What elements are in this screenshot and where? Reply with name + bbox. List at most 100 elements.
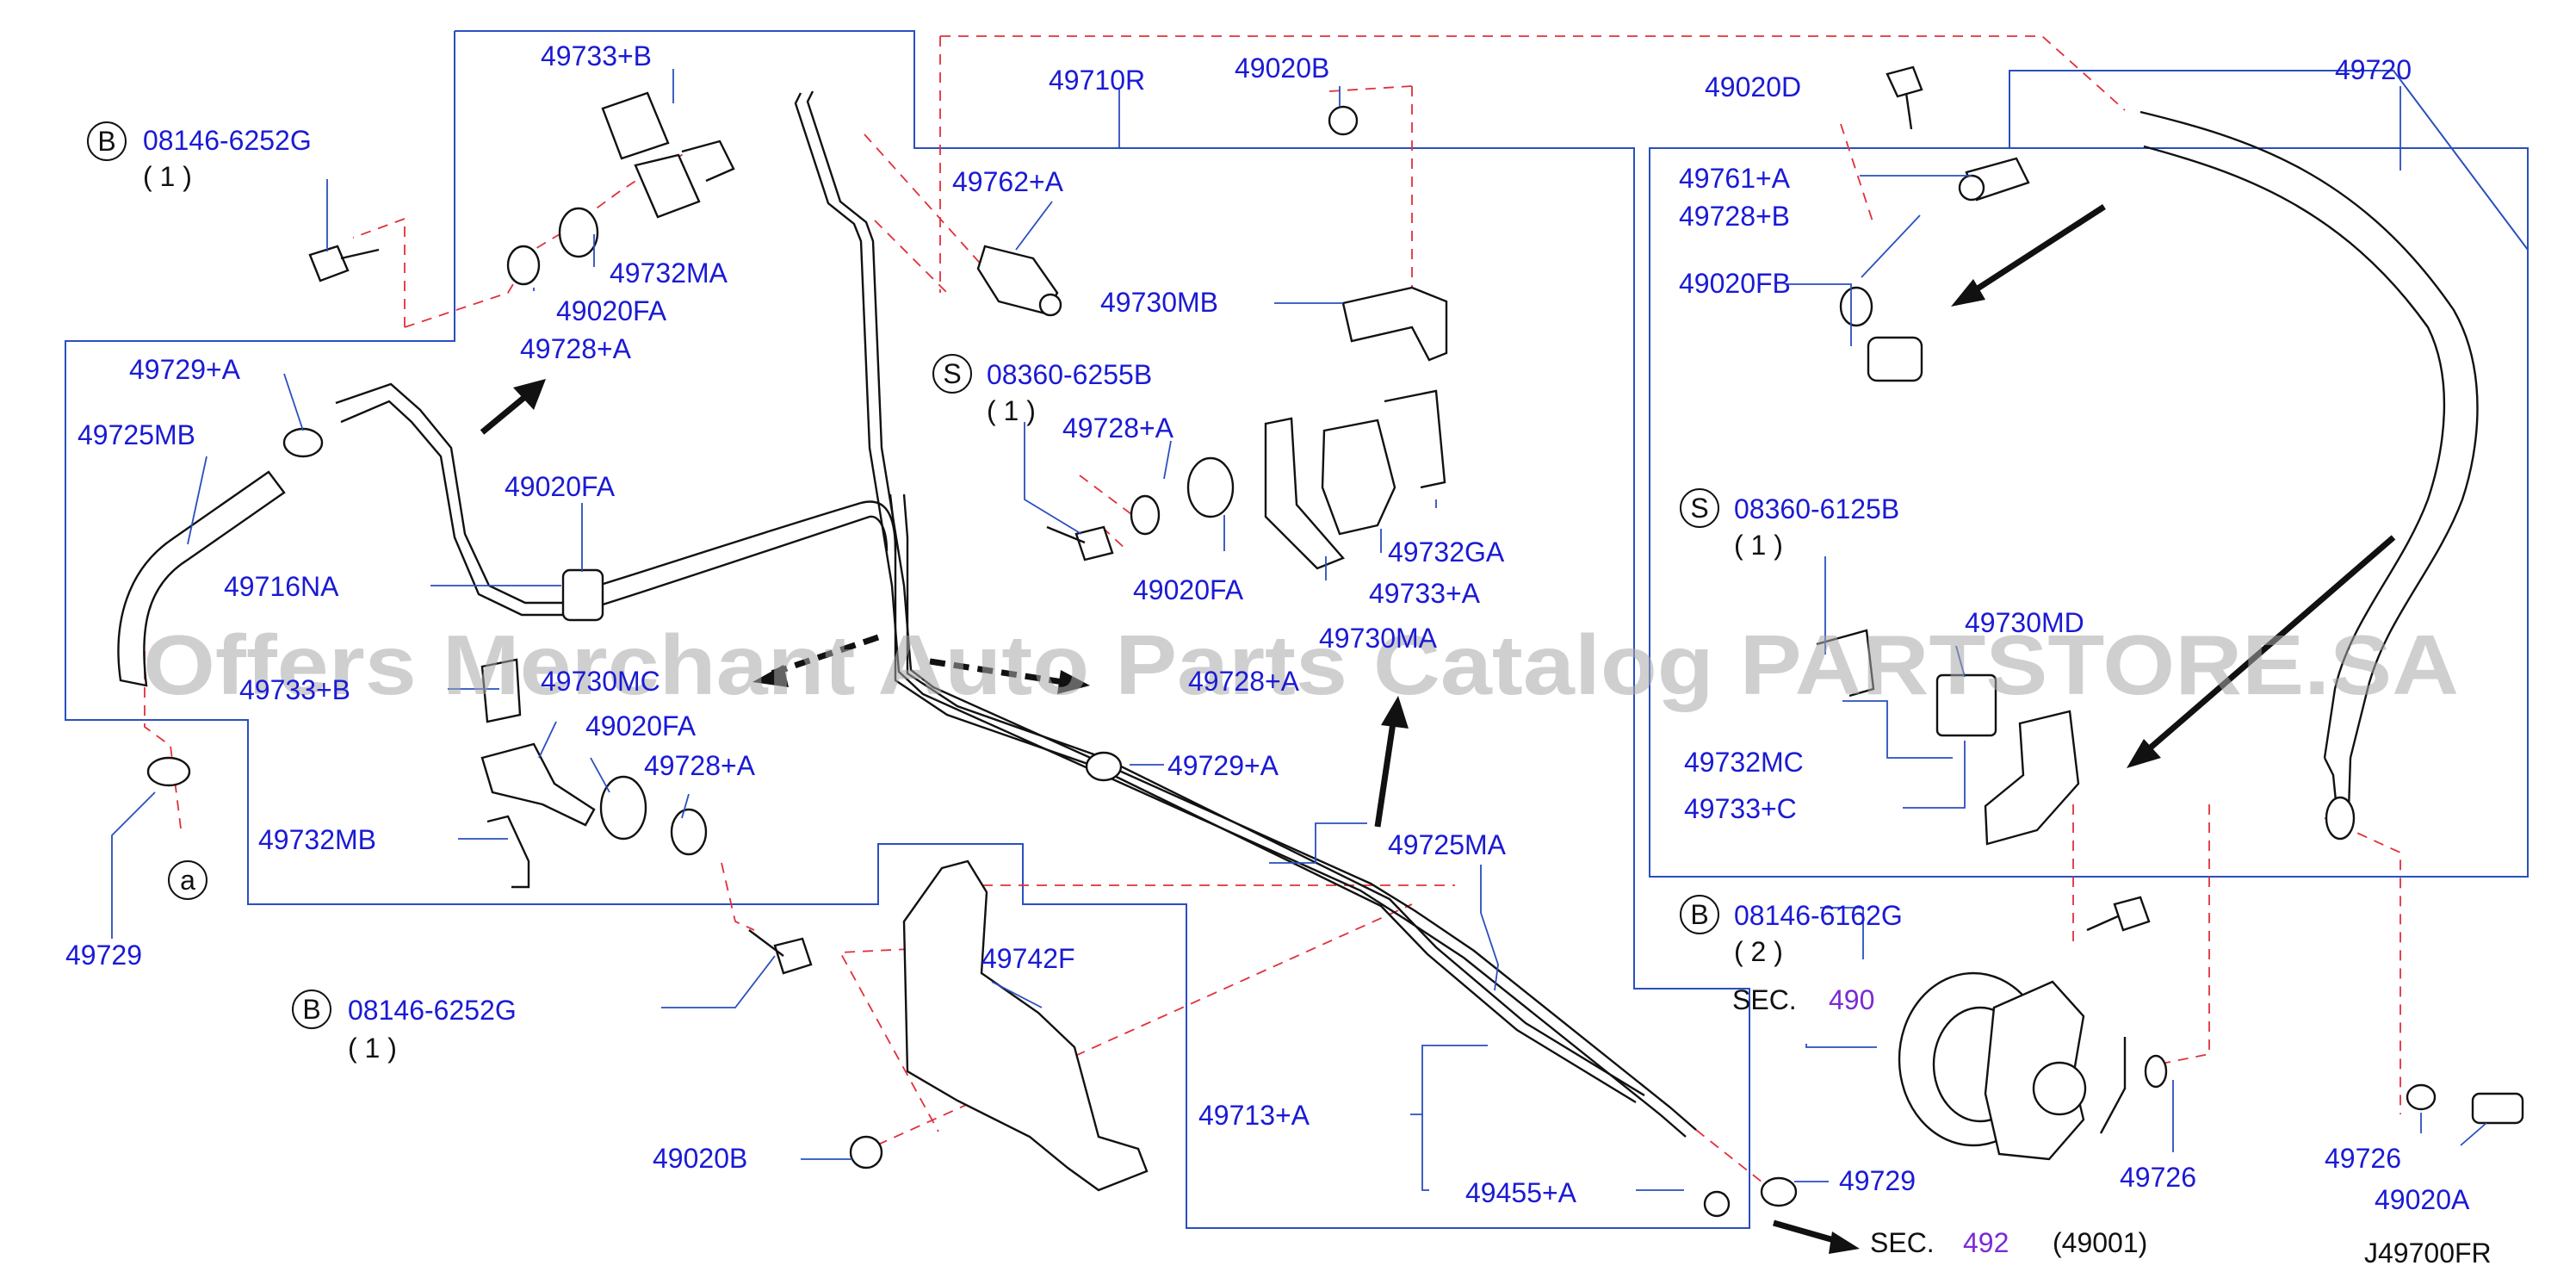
label-49726-mid[interactable]: 49726 — [2120, 1162, 2196, 1193]
label-49728A-2[interactable]: 49728+A — [1062, 413, 1174, 444]
top-right-hose-box — [2009, 70, 2529, 251]
symbol-s-1: S — [932, 354, 972, 394]
part-labels: 49733+B 49710R 49020B 49020D 49720 08146… — [65, 40, 2492, 1269]
label-49729A-1[interactable]: 49729+A — [129, 354, 241, 385]
pressure-hose-49720 — [2139, 110, 2479, 759]
label-49020FB[interactable]: 49020FB — [1679, 268, 1791, 299]
label-49720[interactable]: 49720 — [2335, 54, 2412, 85]
label-49725MB[interactable]: 49725MB — [77, 419, 195, 450]
parts — [146, 65, 2524, 1218]
label-sec490-num[interactable]: 490 — [1829, 984, 1874, 1015]
label-49733C[interactable]: 49733+C — [1684, 793, 1797, 824]
nut-icon — [1328, 105, 1359, 136]
label-b1-code[interactable]: 08146-6252G — [143, 125, 312, 156]
label-b2-qty: ( 2 ) — [1734, 936, 1783, 967]
clamp-icon — [1085, 751, 1123, 782]
label-49728A-4[interactable]: 49728+A — [644, 750, 756, 781]
washer-icon — [506, 245, 541, 286]
label-s2-qty: ( 1 ) — [1734, 530, 1783, 561]
svg-text:a: a — [180, 865, 195, 896]
watermark: Offers Merchant Auto Parts Catalog PARTS… — [143, 617, 2459, 712]
bolt-icon — [748, 929, 813, 975]
label-sec490[interactable]: SEC. — [1732, 984, 1797, 1015]
label-49713A[interactable]: 49713+A — [1198, 1100, 1310, 1131]
label-49729A-2[interactable]: 49729+A — [1167, 750, 1279, 781]
svg-text:S: S — [1690, 493, 1708, 524]
label-49730MB[interactable]: 49730MB — [1100, 287, 1218, 318]
diagram-id: J49700FR — [2364, 1238, 2492, 1269]
label-49742F[interactable]: 49742F — [981, 943, 1075, 974]
label-49730MC[interactable]: 49730MC — [541, 666, 660, 697]
label-sec492-num[interactable]: 492 — [1963, 1227, 2009, 1258]
bracket-49730MD-icon — [1984, 710, 2080, 846]
label-b3-code[interactable]: 08146-6252G — [348, 995, 517, 1026]
leader-lines — [111, 69, 2487, 1191]
nut-icon — [849, 1135, 883, 1169]
label-49733B-top[interactable]: 49733+B — [541, 40, 652, 71]
bolt-icon — [2086, 896, 2151, 932]
connector-49762A-icon — [976, 245, 1062, 317]
label-49730MA[interactable]: 49730MA — [1319, 623, 1438, 654]
label-49728A-3[interactable]: 49728+A — [1188, 666, 1300, 697]
connector-49761A-icon — [1958, 157, 2030, 202]
label-49726-right[interactable]: 49726 — [2325, 1143, 2401, 1174]
symbol-s-2: S — [1680, 488, 1719, 528]
label-49732MB[interactable]: 49732MB — [258, 824, 376, 855]
label-s1-qty: ( 1 ) — [987, 395, 1036, 426]
pump-icon — [1898, 971, 2168, 1161]
label-49710R[interactable]: 49710R — [1049, 65, 1145, 96]
clamp-icon — [146, 756, 191, 787]
label-49732MC[interactable]: 49732MC — [1684, 747, 1804, 778]
label-49020A[interactable]: 49020A — [2375, 1184, 2470, 1215]
clip-49733B-icon — [601, 91, 735, 219]
grommet-icon — [558, 207, 599, 258]
label-49728A-1[interactable]: 49728+A — [520, 333, 632, 364]
label-49020FA-3[interactable]: 49020FA — [1133, 574, 1244, 605]
bolt-icon — [1886, 65, 1923, 130]
svg-text:B: B — [302, 994, 320, 1025]
label-s1-code[interactable]: 08360-6255B — [987, 359, 1152, 390]
svg-text:B: B — [1690, 899, 1708, 930]
svg-text:B: B — [97, 126, 115, 157]
symbol-b-1: B — [87, 121, 127, 161]
label-b2-code[interactable]: 08146-6162G — [1734, 900, 1903, 931]
label-sec492[interactable]: SEC. — [1870, 1227, 1935, 1258]
heat-shield-49742F-icon — [902, 859, 1149, 1192]
label-49733B-left[interactable]: 49733+B — [239, 674, 350, 705]
label-49020FA-4[interactable]: 49020FA — [585, 710, 697, 741]
bracket-49730MA-icon — [1264, 417, 1346, 570]
hose-49725MB — [117, 470, 286, 687]
clamp-49732GA-icon — [1321, 419, 1396, 536]
label-sec492-ref: (49001) — [2053, 1227, 2147, 1258]
label-49020D[interactable]: 49020D — [1705, 71, 1801, 102]
svg-text:S: S — [943, 358, 961, 389]
clamp-icon — [1760, 1176, 1798, 1207]
label-49716NA[interactable]: 49716NA — [224, 571, 339, 602]
label-49020B-top[interactable]: 49020B — [1235, 53, 1329, 84]
bent-pipe — [335, 382, 582, 605]
bracket-49730MC-icon — [480, 742, 596, 827]
label-49732MA[interactable]: 49732MA — [610, 257, 728, 288]
label-49020B-bottom[interactable]: 49020B — [653, 1143, 747, 1174]
label-49729-bottom[interactable]: 49729 — [1839, 1165, 1916, 1196]
label-49725MA[interactable]: 49725MA — [1388, 829, 1507, 860]
label-49732GA[interactable]: 49732GA — [1388, 537, 1505, 568]
bracket-49730MB-icon — [1341, 286, 1448, 362]
symbol-b-3: B — [292, 990, 331, 1029]
label-b3-qty: ( 1 ) — [348, 1033, 397, 1064]
label-49020FA-1[interactable]: 49020FA — [556, 295, 667, 326]
label-49455A[interactable]: 49455+A — [1465, 1177, 1577, 1208]
label-49733A[interactable]: 49733+A — [1369, 578, 1481, 609]
banjo-bolt-icon — [2406, 1083, 2524, 1125]
label-b1-qty: ( 1 ) — [143, 161, 192, 192]
pipe-lines — [117, 90, 2479, 1138]
label-49762A[interactable]: 49762+A — [952, 166, 1064, 197]
left-group-box — [65, 30, 1750, 1229]
label-49761A[interactable]: 49761+A — [1679, 163, 1791, 194]
label-49728B[interactable]: 49728+B — [1679, 201, 1790, 232]
label-49020FA-2[interactable]: 49020FA — [505, 471, 616, 502]
label-49729-left[interactable]: 49729 — [65, 940, 142, 971]
label-49730MD[interactable]: 49730MD — [1965, 607, 2084, 638]
label-s2-code[interactable]: 08360-6125B — [1734, 493, 1899, 524]
bolt-icon — [1046, 525, 1114, 561]
